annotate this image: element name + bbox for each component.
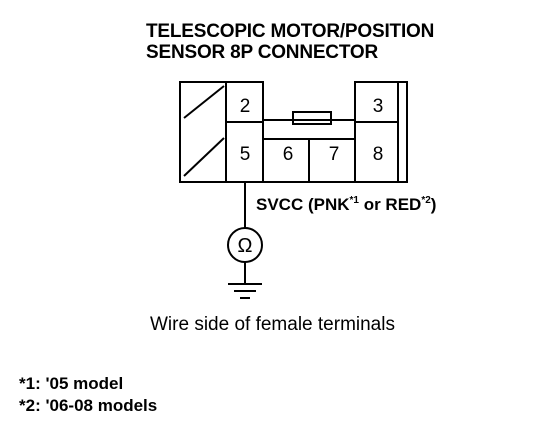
terminal-label: 2 bbox=[240, 96, 251, 117]
footnote-1: *1: '05 model bbox=[19, 374, 124, 393]
wire-label-middle: or RED bbox=[359, 195, 421, 214]
terminal-label: 3 bbox=[373, 96, 384, 117]
lock-tab bbox=[292, 111, 332, 125]
terminal-label: 7 bbox=[329, 144, 340, 165]
title-line-2: SENSOR 8P CONNECTOR bbox=[146, 42, 378, 63]
connector-outline bbox=[179, 81, 408, 183]
blocked-slash bbox=[183, 85, 225, 119]
wire-label-end: ) bbox=[431, 195, 437, 214]
wire-label-main: SVCC (PNK bbox=[256, 195, 350, 214]
footnote-2: *2: '06-08 models bbox=[19, 396, 158, 415]
title-line-1: TELESCOPIC MOTOR/POSITION bbox=[146, 21, 435, 42]
wire-label-sup2: *2 bbox=[421, 195, 431, 206]
terminal-label: 5 bbox=[240, 144, 251, 165]
terminal-label: 8 bbox=[373, 144, 384, 165]
wire-label: SVCC (PNK*1 or RED*2) bbox=[256, 195, 436, 214]
caption: Wire side of female terminals bbox=[150, 314, 395, 335]
ohm-icon: Ω bbox=[238, 235, 253, 257]
wire-label-sup1: *1 bbox=[350, 195, 360, 206]
terminal-label: 6 bbox=[283, 144, 294, 165]
blocked-slash bbox=[183, 137, 225, 177]
